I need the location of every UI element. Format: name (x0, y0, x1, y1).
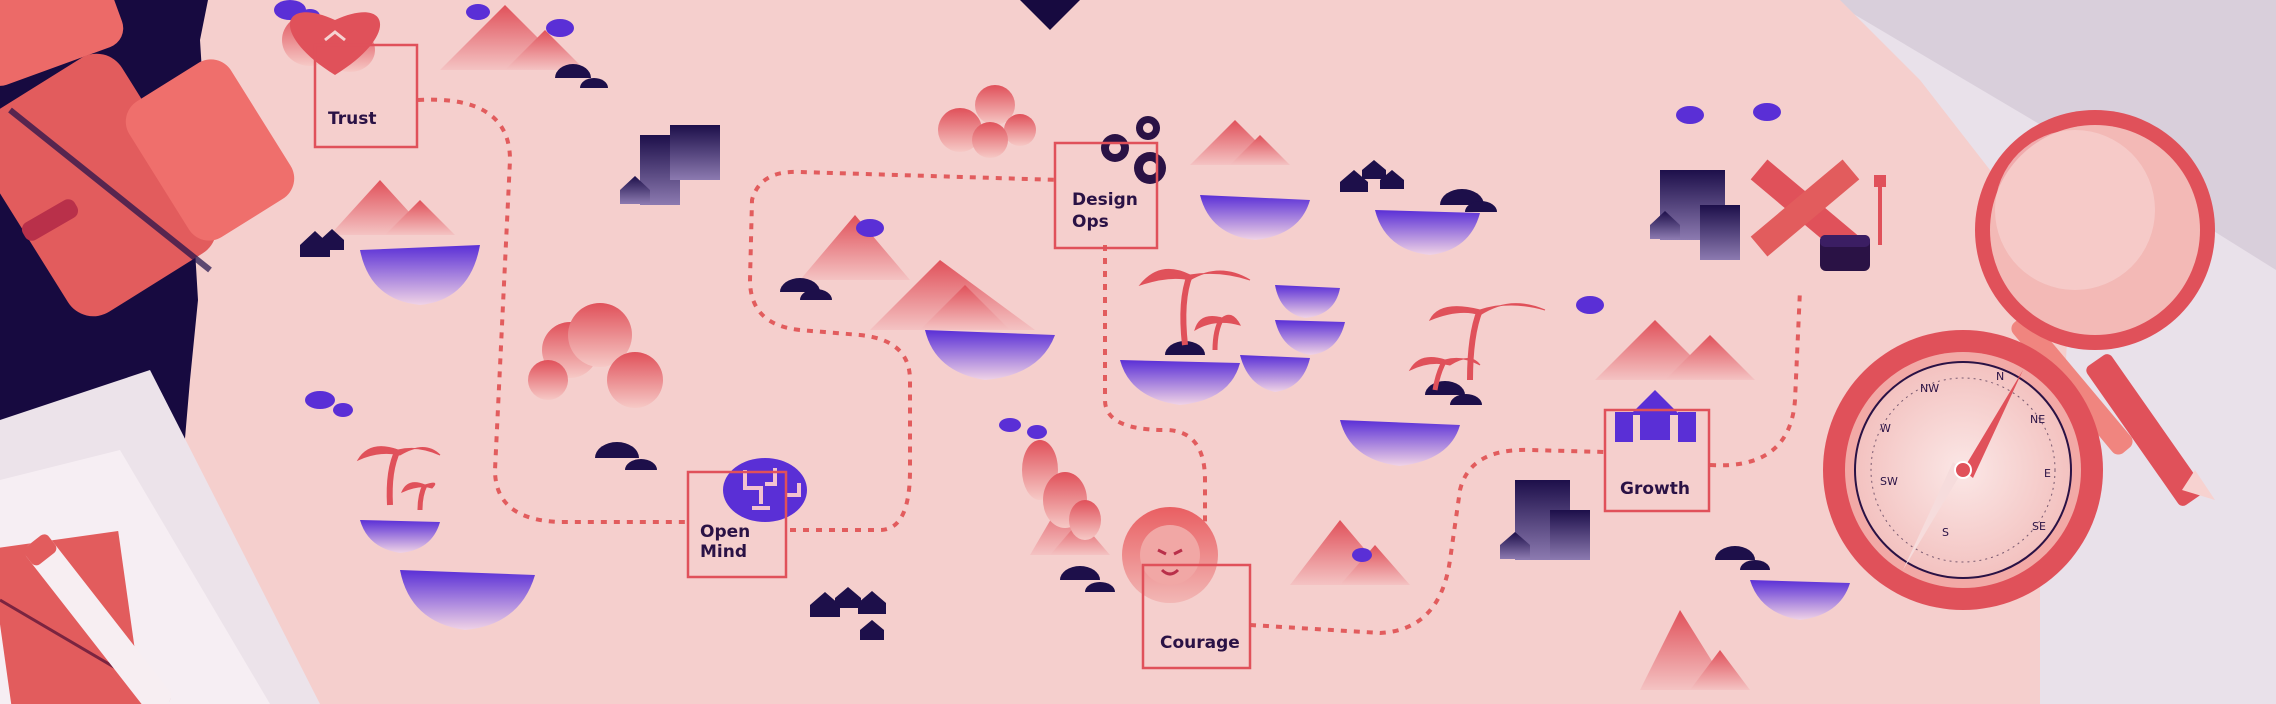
stop-courage: Courage (1141, 563, 1252, 670)
compass (1823, 330, 2103, 610)
stop-design-ops: Design Ops (1053, 141, 1159, 250)
compass-e: E (2044, 467, 2051, 480)
trees (282, 14, 1101, 540)
gears-icon (1101, 116, 1166, 184)
stop-open-mind: Open Mind (686, 470, 788, 579)
stop-trust-label: Trust (328, 109, 376, 129)
lion-icon (1122, 507, 1218, 603)
compass-sw: SW (1880, 475, 1898, 488)
compass-s: S (1942, 526, 1949, 539)
heart-icon (289, 12, 381, 75)
buildings (620, 125, 1740, 560)
binoculars (0, 0, 295, 317)
compass-n: N (1996, 370, 2004, 383)
compass-se: SE (2032, 520, 2046, 533)
stop-growth: Growth (1603, 408, 1711, 513)
palm-trees (356, 268, 1546, 511)
stop-courage-label: Courage (1160, 633, 1240, 653)
route-path (417, 97, 1802, 636)
bushes (555, 64, 1770, 592)
mountains (330, 5, 1755, 690)
lakes (360, 195, 1850, 630)
houses (300, 160, 1404, 640)
compass-w: W (1880, 422, 1891, 435)
stop-open-mind-label-2: Mind (700, 542, 747, 562)
compass-ne: NE (2030, 413, 2045, 426)
compass-nw: NW (1920, 382, 1939, 395)
treasure-mark (1750, 159, 1886, 271)
pencil (2086, 354, 2215, 506)
stop-open-mind-label-1: Open (700, 522, 750, 542)
brain-icon (723, 458, 807, 522)
house-arrow-icon (1615, 390, 1696, 442)
notebook-and-pencil (0, 370, 320, 704)
stop-growth-label: Growth (1620, 479, 1690, 499)
compass-directions: N NE E SE S SW W NW (1880, 370, 2051, 539)
stop-design-ops-label-2: Ops (1072, 212, 1109, 232)
stop-design-ops-label-1: Design (1072, 190, 1138, 210)
stop-trust: Trust (313, 43, 419, 149)
